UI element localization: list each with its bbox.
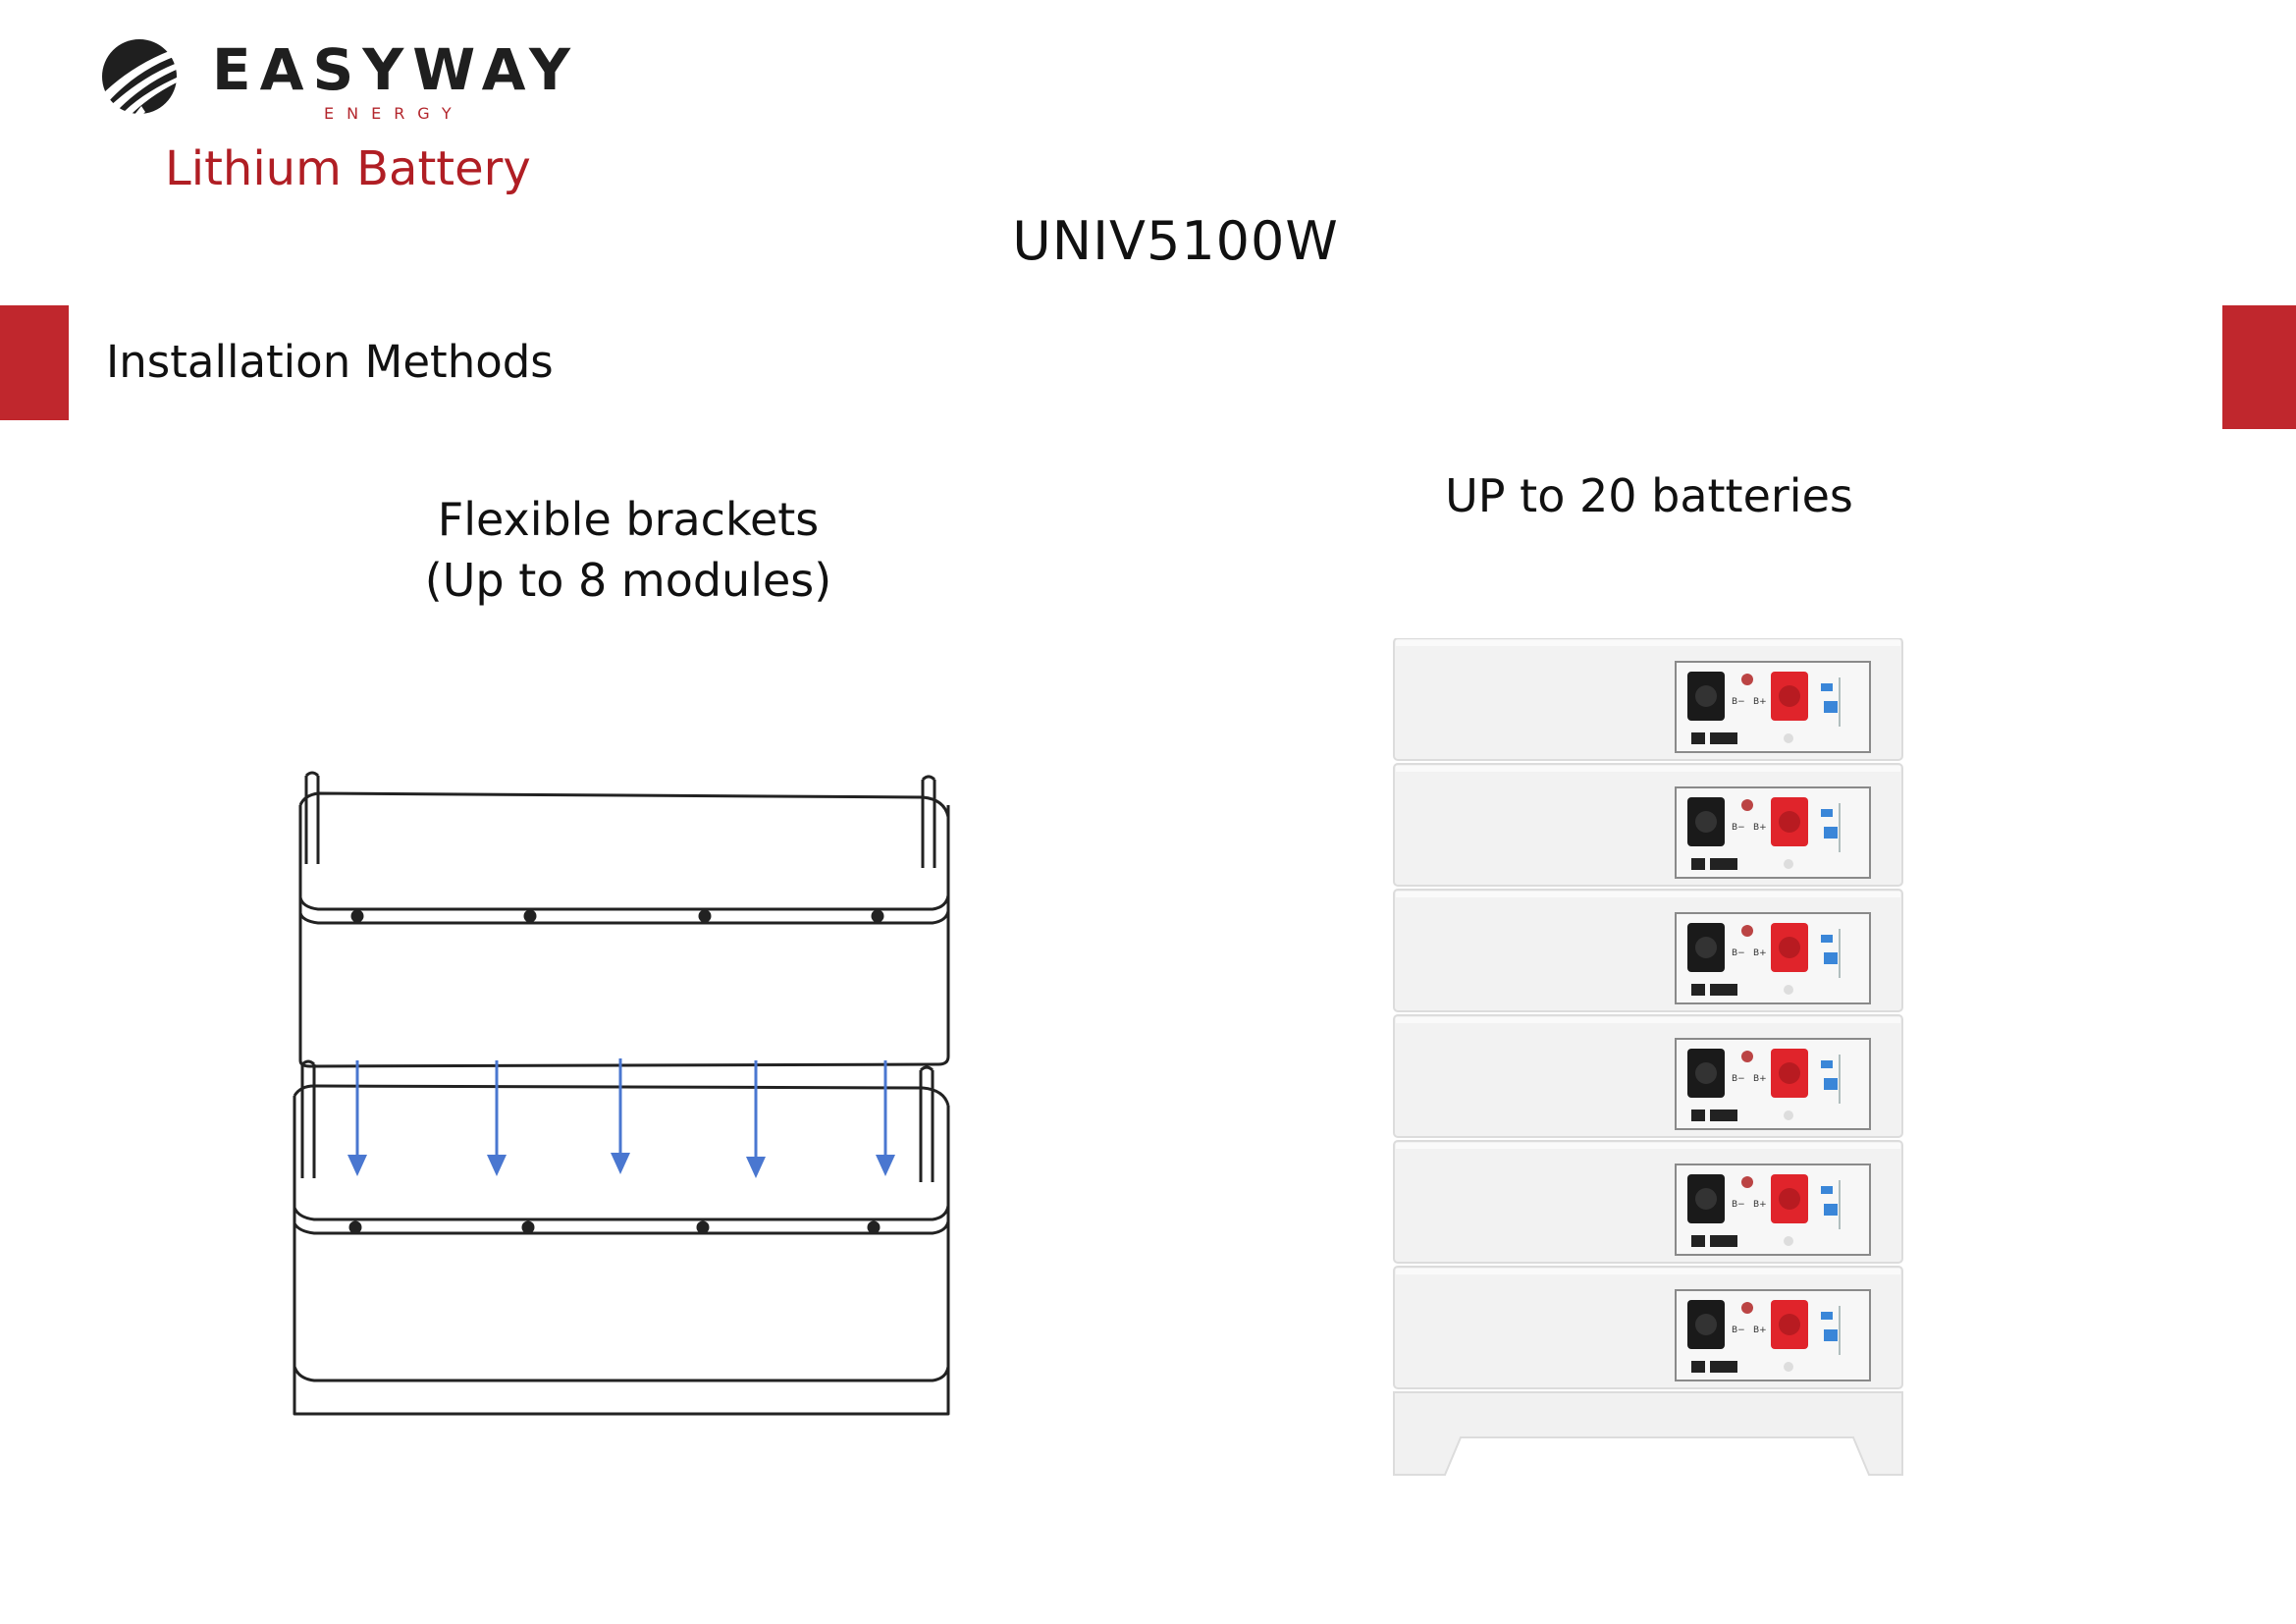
battery-module-6: [1393, 1266, 1903, 1389]
battery-module-2: [1393, 763, 1903, 887]
left-caption-line2: (Up to 8 modules): [424, 554, 832, 607]
section-heading: Installation Methods: [106, 336, 554, 388]
accent-bar-right: [2222, 305, 2296, 429]
battery-module-5: [1393, 1140, 1903, 1264]
accent-bar-left: [0, 305, 69, 420]
battery-module-1: [1393, 638, 1903, 761]
battery-base: [1393, 1391, 1903, 1476]
left-caption-line1: Flexible brackets: [437, 493, 820, 546]
upper-module: [298, 771, 950, 1068]
right-method-caption: UP to 20 batteries: [1445, 469, 1853, 522]
battery-module-3: [1393, 889, 1903, 1012]
left-method-caption: Flexible brackets (Up to 8 modules): [334, 489, 923, 611]
brand-subtitle: ENERGY: [324, 104, 464, 123]
product-line: Lithium Battery: [165, 141, 531, 196]
battery-module-4: [1393, 1014, 1903, 1138]
lower-module: [293, 1059, 950, 1416]
easyway-logo-icon: [100, 39, 187, 118]
brand-name: EASYWAY: [212, 36, 579, 103]
battery-stack-image: B− B+: [1393, 638, 1903, 1476]
page-title: UNIV5100W: [1012, 210, 1339, 272]
down-arrows: [347, 1058, 895, 1178]
bracket-stacking-diagram: [293, 771, 950, 1416]
